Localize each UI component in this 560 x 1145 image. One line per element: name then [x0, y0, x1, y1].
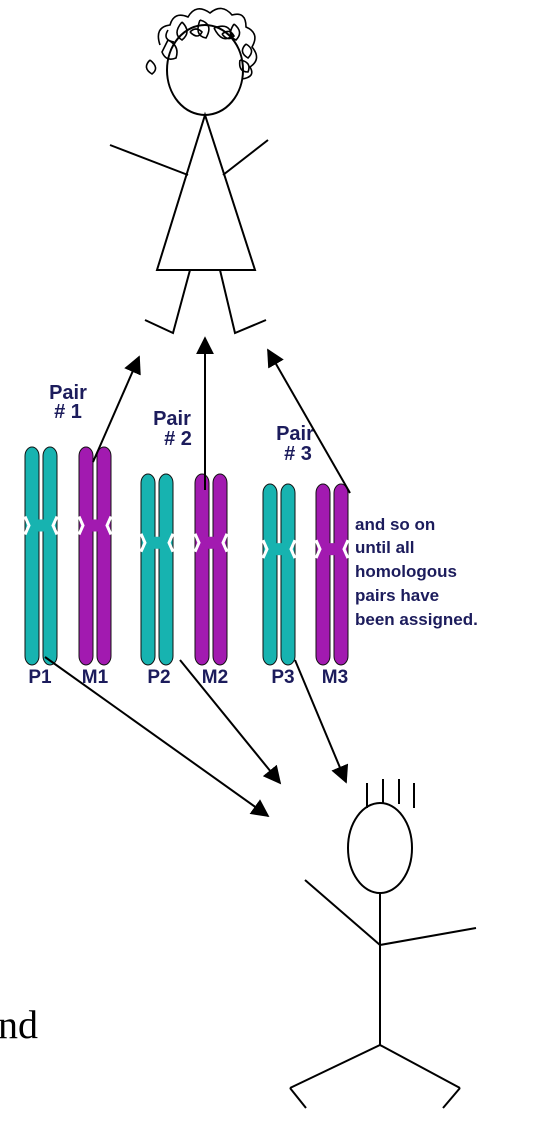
arrow-p1-to-male	[44, 656, 270, 818]
chromosome-m3	[314, 483, 350, 666]
chromatid	[140, 473, 156, 666]
centromere	[207, 536, 215, 549]
centromere	[91, 519, 99, 532]
centromere	[153, 536, 161, 549]
note-line-3: homologous	[355, 562, 457, 581]
chromatid	[333, 483, 349, 666]
pair-2-label-line1: Pair	[153, 408, 191, 430]
male-legs	[289, 1043, 461, 1089]
centromere-pinch	[77, 515, 113, 536]
arrow-p3-to-male	[294, 659, 349, 784]
male-figure	[289, 779, 477, 1109]
centromere-pinch	[261, 539, 297, 559]
chromatid	[262, 483, 278, 666]
label-m2: M2	[202, 667, 228, 688]
chromatid	[315, 483, 331, 666]
chromatid	[96, 446, 112, 666]
male-right-arm	[379, 927, 477, 946]
male-head	[347, 802, 413, 894]
female-dress	[155, 111, 257, 271]
pair-3-label-line2: # 3	[284, 443, 312, 465]
chromosome-m2	[193, 473, 229, 666]
chromatid	[42, 446, 58, 666]
male-right-foot	[442, 1087, 461, 1109]
pair-1-label-line1: Pair	[49, 382, 87, 404]
pair-labels: Pair # 1 Pair # 2 Pair # 3	[49, 382, 314, 465]
chromatid	[78, 446, 94, 666]
chromatid	[194, 473, 210, 666]
note-line-5: been assigned.	[355, 610, 478, 629]
partial-caption-text: nd	[0, 1002, 38, 1047]
arrow-m1-to-female	[92, 355, 141, 463]
note-line-4: pairs have	[355, 586, 439, 605]
chromatid	[24, 446, 40, 666]
chromatid	[212, 473, 228, 666]
centromere-pinch	[23, 515, 59, 536]
label-p1: P1	[28, 667, 52, 688]
male-left-foot	[289, 1087, 307, 1109]
note-line-1: and so on	[355, 515, 435, 534]
female-right-leg	[219, 269, 267, 335]
label-p3: P3	[271, 667, 294, 688]
spiky-hair-icon	[366, 779, 415, 808]
centromere-pinch	[193, 533, 229, 553]
centromere-pinch	[139, 533, 175, 553]
chromosome-p3	[261, 483, 297, 666]
curly-hair-icon	[145, 7, 258, 80]
female-left-leg	[144, 269, 191, 335]
arrow-m3-to-female	[267, 348, 351, 494]
chromosome-p2	[139, 473, 175, 666]
label-m3: M3	[322, 667, 348, 688]
chromatid	[158, 473, 174, 666]
centromere-pinch	[314, 539, 350, 559]
note-line-2: until all	[355, 538, 415, 557]
note-text: and so on until all homologous pairs hav…	[355, 515, 478, 629]
pair-3-label-line1: Pair	[276, 423, 314, 445]
centromere	[37, 519, 45, 532]
arrows	[44, 336, 351, 818]
chromosomes	[23, 446, 350, 666]
centromere	[328, 543, 336, 556]
arrow-p2-to-male	[179, 659, 282, 785]
male-left-arm	[304, 879, 381, 946]
female-right-arm	[222, 139, 269, 176]
label-p2: P2	[147, 667, 170, 688]
label-m1: M1	[82, 667, 109, 688]
chromatid	[280, 483, 296, 666]
chromosome-p1	[23, 446, 59, 666]
female-figure	[109, 7, 269, 335]
chromosome-m1	[77, 446, 113, 666]
pair-1-label-line2: # 1	[54, 401, 82, 423]
chromosome-labels: P1 M1 P2 M2 P3 M3	[28, 667, 348, 688]
centromere	[275, 543, 283, 556]
female-left-arm	[109, 144, 189, 176]
pair-2-label-line2: # 2	[164, 428, 192, 450]
